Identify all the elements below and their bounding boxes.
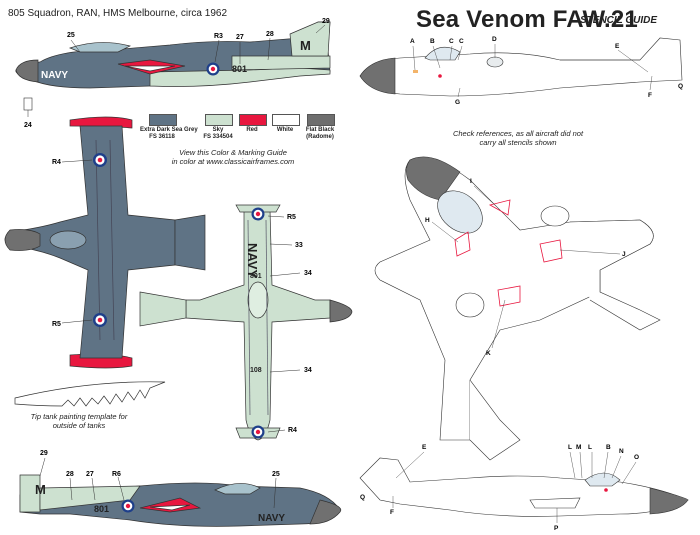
callout-r4-upper: R4 (52, 159, 61, 166)
callout-29-bottom: 29 (40, 450, 48, 457)
callout-33: 33 (295, 242, 303, 249)
svg-text:K: K (486, 350, 491, 357)
navy-text-lower: NAVY (245, 243, 260, 278)
serial-side-bottom: 801 (94, 504, 109, 514)
roundel-lower-top (251, 207, 265, 221)
swatch-sky (205, 114, 233, 126)
callout-r4-lower: R4 (288, 427, 297, 434)
svg-text:D: D (492, 36, 497, 43)
roundel-side-top (206, 62, 220, 76)
navy-text-side-bottom: NAVY (258, 513, 285, 524)
upper-surface-plan (4, 116, 206, 369)
roundel-upper-wing-left (93, 153, 107, 167)
serial-lower-801: 801 (250, 273, 262, 280)
swatch-white (272, 114, 300, 126)
swatch-label-white: White (276, 127, 294, 133)
serial-side-top: 801 (232, 64, 247, 74)
svg-text:N: N (619, 448, 624, 455)
callout-r5-lower: R5 (287, 214, 296, 221)
svg-text:M: M (576, 444, 581, 451)
tip-tank-template (14, 381, 166, 407)
marking-24-patch (23, 97, 33, 111)
svg-text:P: P (554, 525, 559, 532)
swatch-dark-sea-grey (149, 114, 177, 126)
svg-text:J: J (622, 251, 626, 258)
callout-28-bottom: 28 (66, 471, 74, 478)
callout-29-top: 29 (322, 18, 330, 25)
svg-text:O: O (634, 454, 639, 461)
svg-text:Q: Q (360, 494, 365, 501)
svg-text:A: A (410, 38, 415, 45)
stencil-side-top (359, 37, 683, 97)
callout-r3: R3 (214, 33, 223, 40)
stencil-letters-side-top: A B C C D E F G Q (410, 36, 683, 106)
svg-text:C: C (449, 38, 454, 45)
stencil-letters-plan: I H J K (425, 178, 626, 357)
roundel-upper-wing-right (93, 313, 107, 327)
svg-text:E: E (615, 43, 620, 50)
svg-text:F: F (390, 509, 394, 516)
svg-text:G: G (455, 99, 460, 106)
navy-text-side-top: NAVY (41, 70, 68, 81)
squadron-caption: 805 Squadron, RAN, HMS Melbourne, circa … (8, 8, 228, 19)
swatch-label-red: Red (246, 127, 258, 133)
svg-text:I: I (470, 178, 472, 185)
svg-text:B: B (606, 444, 611, 451)
side-profile-top (15, 21, 331, 89)
code-m-side-top: M (300, 38, 311, 53)
callout-r6: R6 (112, 471, 121, 478)
svg-text:L: L (588, 444, 592, 451)
svg-text:F: F (648, 92, 652, 99)
roundel-side-bottom (121, 499, 135, 513)
callouts-top-profile (27, 24, 326, 117)
callout-27-top: 27 (236, 34, 244, 41)
lower-surface-plan (139, 204, 353, 441)
svg-text:E: E (422, 444, 427, 451)
svg-text:C: C (459, 38, 464, 45)
orange-stencil-top (413, 70, 418, 73)
stencil-red-patches (454, 199, 563, 307)
svg-text:B: B (430, 38, 435, 45)
callout-27-bottom: 27 (86, 471, 94, 478)
serial-lower-108: 108 (250, 367, 262, 374)
red-stencil-dot-top (438, 74, 442, 78)
svg-text:L: L (568, 444, 572, 451)
svg-text:H: H (425, 217, 430, 224)
swatch-red (239, 114, 267, 126)
side-profile-bottom (19, 474, 342, 527)
callout-25-bottom: 25 (272, 471, 280, 478)
stencil-plan-view (374, 156, 661, 461)
callout-34-b: 34 (304, 367, 312, 374)
callout-r5-upper: R5 (52, 321, 61, 328)
page-subtitle: STENCIL GUIDE (580, 15, 658, 26)
swatch-label-flat-black: Flat Black(Radome) (305, 127, 335, 140)
callout-24: 24 (24, 122, 32, 129)
stencil-note: Check references, as all aircraft did no… (452, 129, 584, 147)
swatch-flat-black (307, 114, 335, 126)
stencil-letters-side-bottom: E Q F L M L B N O P (360, 444, 639, 532)
callout-25-top: 25 (67, 32, 75, 39)
code-m-side-bottom: M (35, 482, 46, 497)
red-stencil-dot-bottom (604, 488, 608, 492)
callout-28-top: 28 (266, 31, 274, 38)
roundel-lower-bottom (251, 425, 265, 439)
stencil-side-bottom (359, 457, 689, 517)
callout-34-a: 34 (304, 270, 312, 277)
svg-text:Q: Q (678, 83, 683, 90)
page-title: Sea Venom FAW.21 (416, 6, 638, 33)
